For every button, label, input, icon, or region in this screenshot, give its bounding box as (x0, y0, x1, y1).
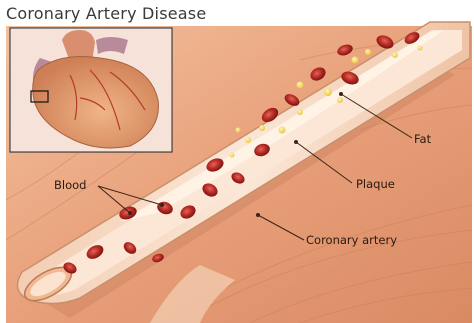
heart-inset (10, 28, 172, 152)
label-plaque: Plaque (356, 177, 395, 191)
label-coronary-artery: Coronary artery (306, 233, 397, 247)
label-fat: Fat (414, 132, 432, 146)
label-blood: Blood (54, 178, 86, 192)
